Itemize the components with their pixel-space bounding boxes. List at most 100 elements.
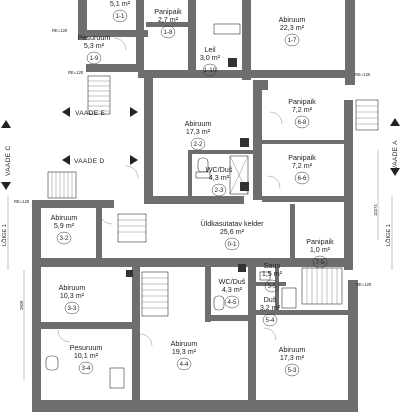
room-number-badge bbox=[224, 295, 240, 309]
view-label-d: VAADE D bbox=[74, 158, 105, 165]
room-area: 3,2 m² bbox=[260, 303, 281, 312]
room-name: Abiruum bbox=[279, 345, 306, 354]
wall-mid-left bbox=[144, 78, 153, 200]
room-area: 1,5 m² bbox=[262, 269, 283, 278]
room-area: 4,3 m² bbox=[209, 173, 230, 182]
stairs bbox=[47, 75, 379, 317]
wall-low-3 bbox=[205, 315, 253, 321]
sauna-bench bbox=[213, 23, 241, 35]
room-number-badge bbox=[160, 25, 176, 39]
room-area: 10,1 m² bbox=[74, 351, 99, 360]
room-number-badge bbox=[211, 183, 227, 197]
room-name: WC/Duš bbox=[206, 165, 233, 174]
room-name: Abiruum bbox=[279, 15, 306, 24]
room-area: 25,6 m² bbox=[220, 227, 245, 236]
room-number-badge bbox=[264, 279, 280, 293]
room-number-badge bbox=[294, 171, 310, 185]
wall-top-6 bbox=[146, 22, 188, 27]
level-mark-l: RE=120 bbox=[14, 199, 30, 204]
view-markers: VAADE E VAADE D VAADE C VAADE A LÕIGE 1 … bbox=[1, 28, 400, 380]
wall-low-4 bbox=[248, 262, 256, 402]
section-label-right: LÕIGE 1 bbox=[385, 224, 392, 246]
room-name: Panipaik bbox=[288, 97, 316, 106]
view-arrow-e-right bbox=[130, 107, 138, 117]
wall-kelder-b bbox=[132, 258, 348, 267]
room-number-badge bbox=[202, 63, 218, 77]
wall-low-2 bbox=[205, 262, 211, 322]
door-swing-b bbox=[125, 165, 139, 179]
room-number: 1-10 bbox=[204, 67, 217, 74]
room-number-badge bbox=[112, 9, 128, 23]
level-mark-m: RE=120 bbox=[356, 282, 372, 287]
level-mark-b: RE=120 bbox=[68, 70, 84, 75]
room-area: 5,9 m² bbox=[54, 221, 75, 230]
toilet-3-4 bbox=[45, 355, 59, 371]
room-number: 6-6 bbox=[298, 175, 308, 182]
wall-outer-left bbox=[32, 200, 41, 412]
wall-pan-2 bbox=[262, 196, 352, 202]
wall-outer-bottom bbox=[32, 400, 358, 412]
room-area: 5,1 m² bbox=[110, 0, 131, 8]
service-box-a bbox=[240, 138, 249, 147]
view-arrow-c-bottom bbox=[1, 182, 11, 190]
room-number: 6-8 bbox=[298, 119, 308, 126]
stair-b bbox=[47, 171, 77, 199]
wall-low-5 bbox=[40, 322, 132, 329]
room-number: 2-2 bbox=[194, 141, 204, 148]
room-1-1: 5,1 m²1-1 bbox=[110, 0, 131, 23]
wall-outer-top-left bbox=[78, 0, 87, 40]
room-number-badge bbox=[284, 363, 300, 377]
wall-mid-bottom bbox=[144, 196, 244, 204]
fixtures bbox=[45, 23, 297, 389]
room-area: 10,3 m² bbox=[60, 291, 85, 300]
room-area: 2,7 m² bbox=[158, 15, 179, 24]
wall-low-7 bbox=[275, 262, 279, 312]
room-name: Abiruum bbox=[185, 119, 212, 128]
room-number: 4-5 bbox=[228, 299, 238, 306]
room-number: 1-8 bbox=[164, 29, 174, 36]
wall-wc-top bbox=[188, 150, 253, 154]
room-number-badge bbox=[312, 255, 328, 269]
room-number: 3-4 bbox=[82, 365, 92, 372]
stair-c bbox=[141, 271, 169, 317]
room-number-badge bbox=[224, 237, 240, 251]
washer-3-4 bbox=[109, 367, 125, 389]
wall-low-8 bbox=[256, 310, 348, 315]
room-area: 4,3 m² bbox=[222, 285, 243, 294]
door-swing-g bbox=[267, 175, 281, 189]
room-area: 3,0 m² bbox=[200, 53, 221, 62]
room-name: Leil bbox=[204, 45, 216, 54]
wall-top-3 bbox=[188, 0, 196, 70]
room-number: 4-4 bbox=[180, 361, 190, 368]
room-number-badge bbox=[190, 137, 206, 151]
room-number: 3-3 bbox=[68, 305, 78, 312]
room-number-badge bbox=[64, 301, 80, 315]
view-arrow-c-top bbox=[1, 120, 11, 128]
room-name: WC/Duš bbox=[219, 277, 246, 286]
service-box-d bbox=[126, 270, 133, 277]
wall-kelder-r bbox=[290, 204, 295, 260]
wall-top-7 bbox=[86, 64, 144, 72]
toilet-4-5 bbox=[213, 295, 225, 311]
view-arrow-d-left bbox=[62, 155, 70, 165]
room-number: 1-9 bbox=[90, 55, 100, 62]
service-box-b bbox=[240, 182, 249, 191]
wall-top-5 bbox=[138, 70, 354, 78]
room-number-badge bbox=[86, 51, 102, 65]
room-name: Saun bbox=[264, 261, 281, 270]
room-area: 19,3 m² bbox=[172, 347, 197, 356]
door-swing-e bbox=[57, 329, 71, 343]
room-area: 5,3 m² bbox=[84, 41, 105, 50]
level-mark-r: RE=120 bbox=[355, 72, 371, 77]
room-name: Panipaik bbox=[288, 153, 316, 162]
